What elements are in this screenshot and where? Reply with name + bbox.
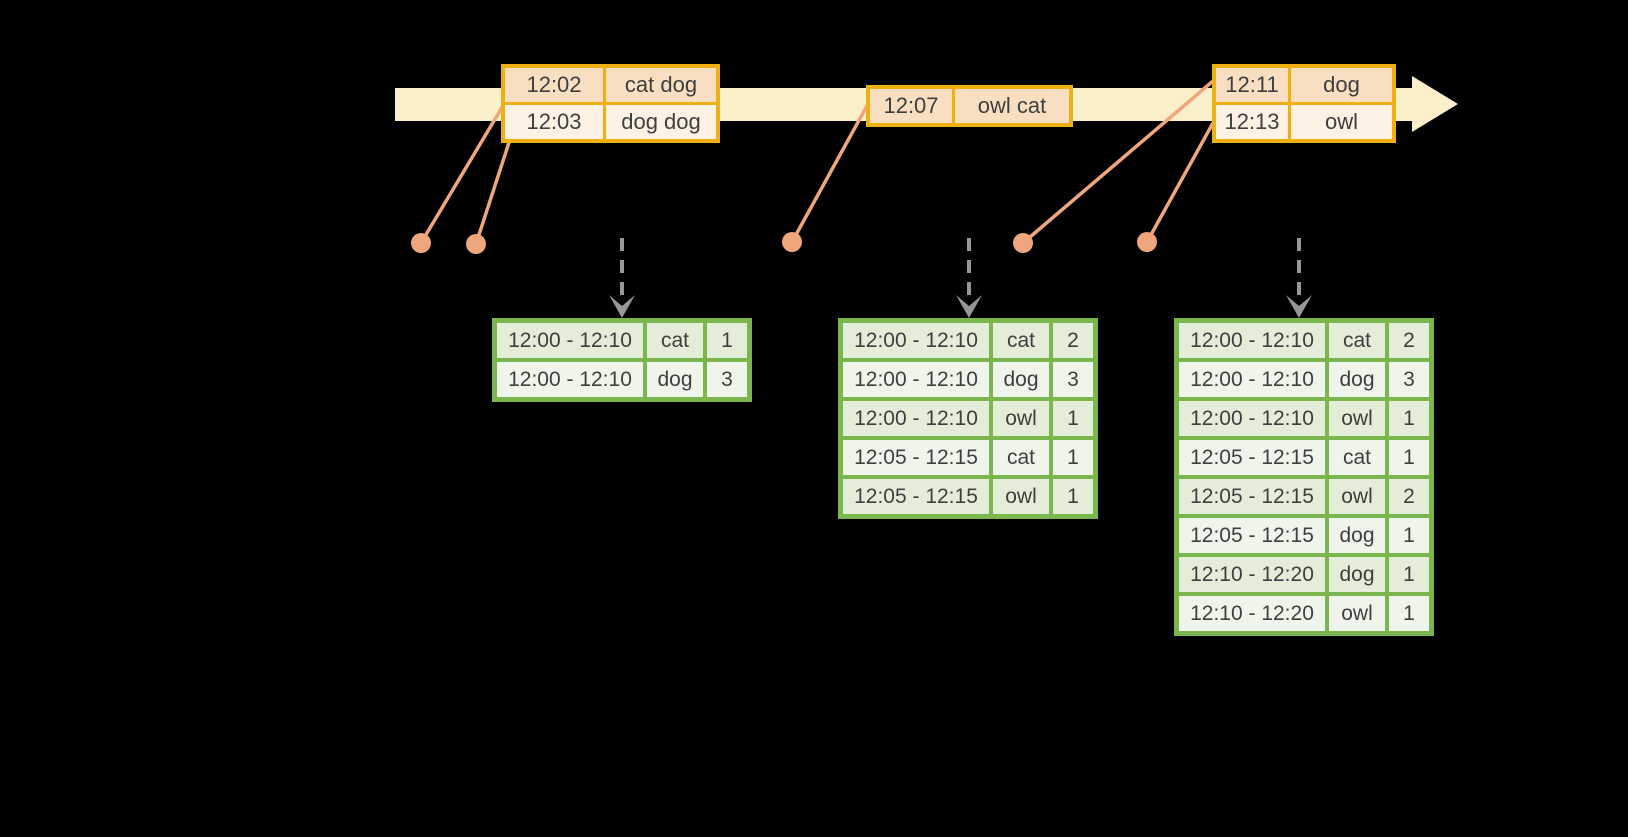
word-cell: owl bbox=[993, 479, 1049, 514]
word-cell: owl bbox=[1329, 401, 1385, 436]
window-cell: 12:00 - 12:10 bbox=[1179, 362, 1325, 397]
window-cell: 12:00 - 12:10 bbox=[497, 362, 643, 397]
dashed-arrowhead-icon bbox=[1286, 295, 1312, 318]
timeline-arrowhead-icon bbox=[1412, 76, 1458, 132]
count-cell: 1 bbox=[1053, 440, 1093, 475]
event-dot-icon bbox=[411, 233, 431, 253]
event-words-cell: dog bbox=[1291, 68, 1392, 102]
window-cell: 12:00 - 12:10 bbox=[1179, 401, 1325, 436]
count-cell: 3 bbox=[1053, 362, 1093, 397]
word-cell: owl bbox=[1329, 479, 1385, 514]
connector-line bbox=[1145, 122, 1215, 243]
count-cell: 1 bbox=[1389, 557, 1429, 592]
event-time-cell: 12:07 bbox=[870, 89, 952, 123]
window-cell: 12:00 - 12:10 bbox=[497, 323, 643, 358]
event-dot-icon bbox=[782, 232, 802, 252]
event-dot-icon bbox=[1013, 233, 1033, 253]
word-cell: dog bbox=[647, 362, 703, 397]
window-cell: 12:05 - 12:15 bbox=[1179, 479, 1325, 514]
word-cell: cat bbox=[1329, 323, 1385, 358]
word-cell: dog bbox=[1329, 518, 1385, 553]
count-cell: 1 bbox=[707, 323, 747, 358]
window-cell: 12:10 - 12:20 bbox=[1179, 557, 1325, 592]
word-cell: cat bbox=[1329, 440, 1385, 475]
count-cell: 1 bbox=[1389, 596, 1429, 631]
event-words-cell: dog dog bbox=[606, 105, 716, 139]
count-cell: 2 bbox=[1389, 479, 1429, 514]
event-time-cell: 12:03 bbox=[505, 105, 603, 139]
window-cell: 12:00 - 12:10 bbox=[843, 362, 989, 397]
window-cell: 12:00 - 12:10 bbox=[843, 401, 989, 436]
count-cell: 3 bbox=[707, 362, 747, 397]
count-cell: 2 bbox=[1389, 323, 1429, 358]
count-cell: 2 bbox=[1053, 323, 1093, 358]
count-cell: 1 bbox=[1389, 401, 1429, 436]
count-cell: 1 bbox=[1389, 440, 1429, 475]
event-dot-icon bbox=[1137, 232, 1157, 252]
event-words-cell: owl cat bbox=[955, 89, 1069, 123]
event-words-cell: cat dog bbox=[606, 68, 716, 102]
connector-line bbox=[790, 103, 870, 243]
window-cell: 12:05 - 12:15 bbox=[843, 479, 989, 514]
word-cell: cat bbox=[647, 323, 703, 358]
count-cell: 1 bbox=[1053, 401, 1093, 436]
window-cell: 12:05 - 12:15 bbox=[1179, 440, 1325, 475]
count-cell: 1 bbox=[1389, 518, 1429, 553]
event-dot-icon bbox=[466, 234, 486, 254]
count-cell: 1 bbox=[1053, 479, 1093, 514]
window-cell: 12:05 - 12:15 bbox=[843, 440, 989, 475]
count-cell: 3 bbox=[1389, 362, 1429, 397]
event-time-cell: 12:02 bbox=[505, 68, 603, 102]
window-cell: 12:10 - 12:20 bbox=[1179, 596, 1325, 631]
dashed-arrowhead-icon bbox=[609, 295, 635, 318]
word-cell: dog bbox=[993, 362, 1049, 397]
window-cell: 12:00 - 12:10 bbox=[1179, 323, 1325, 358]
dashed-arrowhead-icon bbox=[956, 295, 982, 318]
word-cell: dog bbox=[1329, 557, 1385, 592]
event-words-cell: owl bbox=[1291, 105, 1392, 139]
word-cell: cat bbox=[993, 323, 1049, 358]
window-cell: 12:00 - 12:10 bbox=[843, 323, 989, 358]
connector-line bbox=[1021, 79, 1215, 245]
window-cell: 12:05 - 12:15 bbox=[1179, 518, 1325, 553]
event-time-cell: 12:11 bbox=[1216, 68, 1288, 102]
word-cell: owl bbox=[1329, 596, 1385, 631]
word-cell: dog bbox=[1329, 362, 1385, 397]
event-time-cell: 12:13 bbox=[1216, 105, 1288, 139]
connector-line bbox=[419, 83, 518, 244]
word-cell: owl bbox=[993, 401, 1049, 436]
word-cell: cat bbox=[993, 440, 1049, 475]
